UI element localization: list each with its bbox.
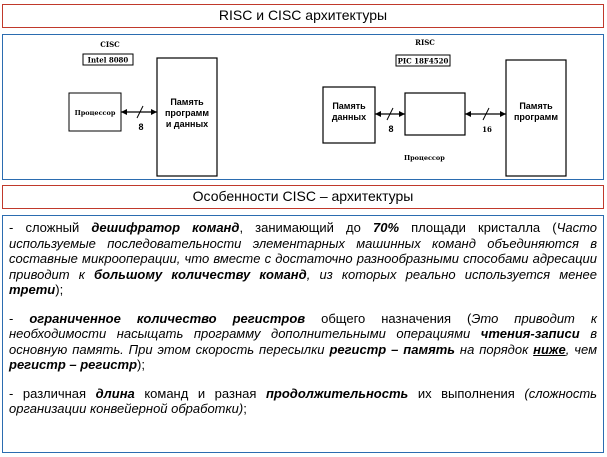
feature-paragraph-decoder: - сложный дешифратор команд, занимающий … <box>9 220 597 298</box>
risc-prog-bus-slash <box>482 107 490 121</box>
risc-data-memory-line2: данных <box>332 112 366 122</box>
risc-data-memory-line1: Память <box>332 101 366 111</box>
emphasis-length: длина <box>95 385 135 401</box>
risc-prog-bus-arrow-left <box>465 111 471 117</box>
risc-data-bus-arrow-left <box>375 111 381 117</box>
risc-label: RISC <box>415 38 435 47</box>
emphasis-duration: продолжительность <box>265 385 409 401</box>
italic-run: , из которых реально используется менее <box>306 266 597 282</box>
italic-run: Это приводит к необходимости насыщать пр… <box>9 310 598 342</box>
risc-data-memory-box <box>322 86 376 144</box>
italic-run: , чем <box>565 341 598 357</box>
text-run: команд и разная <box>134 385 266 401</box>
italic-run: Часто используемые последовательности эл… <box>9 220 597 282</box>
risc-processor-box <box>404 92 466 136</box>
text-run: - <box>9 310 30 326</box>
feature-paragraph-length: - различная длина команд и разная продол… <box>9 386 597 417</box>
architecture-diagrams: CISC Intel 8080 Процессор 8 Память прогр… <box>68 38 567 177</box>
cisc-bus-arrow-right <box>151 109 157 115</box>
risc-processor-caption: Процессор <box>404 154 445 162</box>
cisc-memory-line1: Память <box>170 97 204 107</box>
risc-prog-bus-arrow-right <box>500 111 506 117</box>
section-title-cisc-features: Особенности CISC – архитектуры <box>2 185 604 209</box>
risc-chip-box <box>395 54 451 67</box>
cisc-bus-width: 8 <box>138 122 143 132</box>
risc-program-memory-line1: Память <box>519 101 553 111</box>
text-run: ); <box>55 282 64 297</box>
cisc-label: CISC <box>100 40 120 49</box>
emphasis-decoder: дешифратор команд <box>91 220 240 235</box>
text-run: общего назначения ( <box>305 310 472 326</box>
risc-data-bus-width: 8 <box>388 124 393 134</box>
cisc-chip-label: Intel 8080 <box>88 56 129 65</box>
risc-program-memory-box <box>505 59 567 177</box>
slide-title-text: RISC и CISC архитектуры <box>218 7 388 23</box>
slide-title-architectures: RISC и CISC архитектуры <box>2 4 604 28</box>
emphasis-lower: ниже <box>533 341 566 357</box>
cisc-bus-slash <box>136 105 144 119</box>
cisc-memory-box <box>156 57 218 177</box>
text-run: ); <box>137 357 145 372</box>
cisc-chip-box <box>82 53 134 66</box>
features-text-panel: - сложный дешифратор команд, занимающий … <box>2 215 604 453</box>
emphasis-register-register: регистр – регистр <box>9 357 138 372</box>
text-run: их выполнения <box>408 385 525 401</box>
emphasis-register-memory: регистр – память <box>329 341 456 357</box>
cisc-bus-arrow-left <box>121 109 127 115</box>
text-run: - различная <box>9 385 96 401</box>
italic-run: (сложность организации конвейерной обраб… <box>9 385 597 417</box>
emphasis-third: трети <box>9 282 56 297</box>
italic-run: в основную память. При этом скорость пер… <box>9 326 597 357</box>
emphasis-limited-registers: ограниченное количество регистров <box>29 310 306 326</box>
italic-run: на порядок <box>455 341 534 357</box>
emphasis-many-commands: большому количеству команд <box>84 266 307 282</box>
feature-paragraph-registers: - ограниченное количество регистров обще… <box>9 311 597 373</box>
text-run: , занимающий до <box>239 220 373 235</box>
cisc-processor-label: Процессор <box>75 109 116 117</box>
cisc-diagram: CISC Intel 8080 Процессор 8 Память прогр… <box>68 40 218 177</box>
risc-data-bus-arrow-right <box>399 111 405 117</box>
risc-program-memory-line2: программ <box>514 112 558 122</box>
section-title-text: Особенности CISC – архитектуры <box>192 188 414 204</box>
text-run: - сложный <box>9 220 92 235</box>
emphasis-percent: 70% <box>373 220 400 235</box>
cisc-memory-line2: программ <box>165 108 209 118</box>
risc-data-bus-slash <box>386 107 394 121</box>
risc-chip-label: PIC 18F4520 <box>398 57 449 66</box>
diagram-panel: CISC Intel 8080 Процессор 8 Память прогр… <box>2 34 604 180</box>
cisc-memory-line3: и данных <box>166 119 208 129</box>
risc-diagram: RISC PIC 18F4520 Память данных 8 16 Проц… <box>322 38 567 177</box>
risc-prog-bus-width: 16 <box>482 125 492 134</box>
text-run: ; <box>243 401 247 416</box>
emphasis-read-write: чтения-записи <box>480 326 580 341</box>
text-run: площади кристалла ( <box>399 220 557 235</box>
